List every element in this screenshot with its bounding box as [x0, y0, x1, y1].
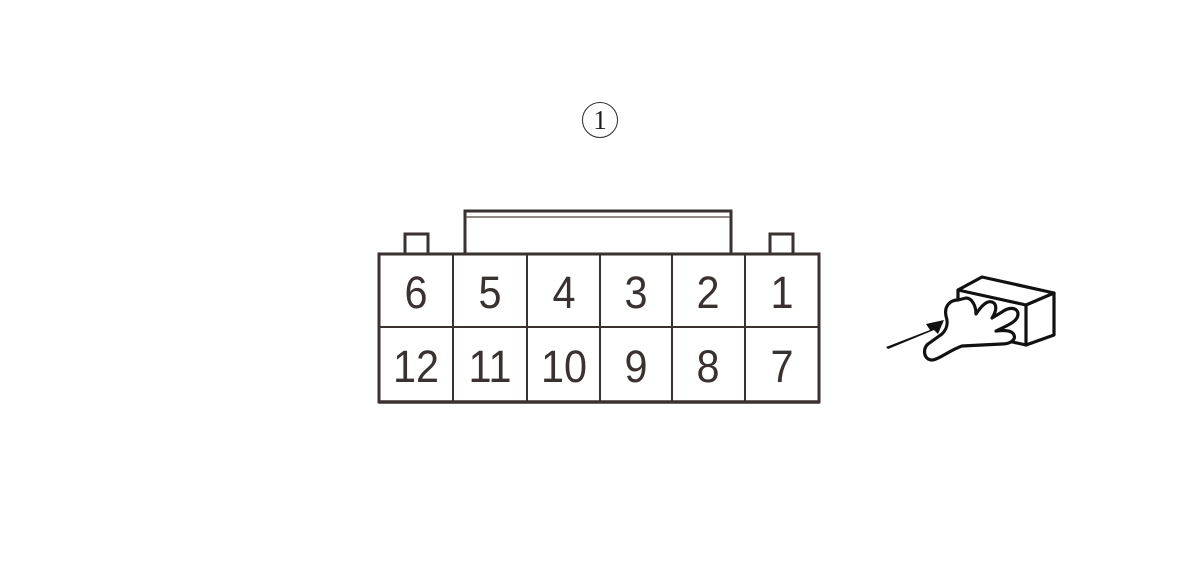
arrow-right-icon [886, 320, 944, 349]
pin-8: 8 [696, 341, 720, 392]
callout-label: 1 [593, 104, 607, 135]
right-tab [768, 232, 795, 254]
pin-1: 1 [770, 267, 794, 318]
pin-2: 2 [696, 267, 720, 318]
lock-tab [463, 209, 733, 254]
pin-11: 11 [468, 341, 512, 392]
pin-12: 12 [392, 341, 440, 392]
pin-5: 5 [478, 267, 502, 318]
pin-10: 10 [540, 341, 588, 392]
pin-4: 4 [552, 267, 576, 318]
left-tab [403, 232, 430, 254]
pin-3: 3 [624, 267, 648, 318]
callout-number: 1 [582, 102, 618, 138]
pin-6: 6 [404, 267, 428, 318]
pin-9: 9 [624, 341, 648, 392]
pin-7: 7 [770, 341, 794, 392]
hand-pushing-connector-icon [922, 275, 1056, 362]
